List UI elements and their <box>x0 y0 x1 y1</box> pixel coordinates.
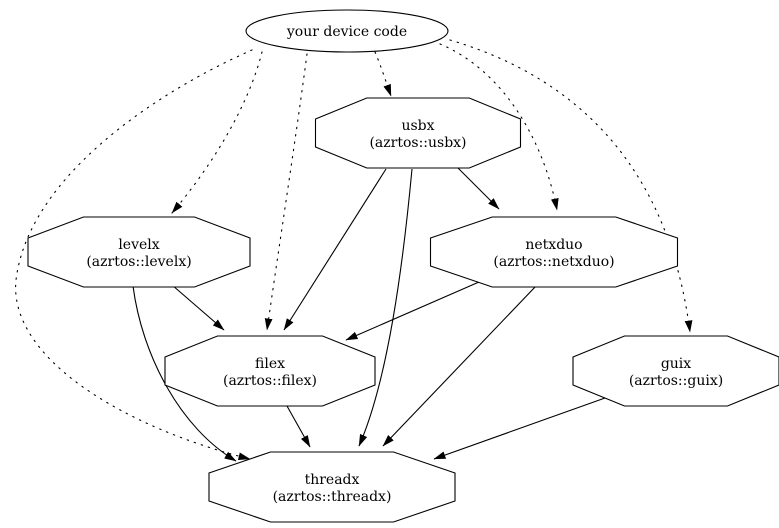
edge-device-usbx <box>374 51 392 97</box>
node-netxduo: netxduo(azrtos::netxduo) <box>429 216 679 288</box>
node-device-shape <box>245 9 449 53</box>
node-filex-shape <box>164 335 376 407</box>
node-threadx-sublabel: (azrtos::threadx) <box>273 489 392 505</box>
node-filex-label: filex <box>255 356 285 372</box>
node-threadx: threadx(azrtos::threadx) <box>208 451 456 523</box>
node-levelx-label: levelx <box>118 237 159 253</box>
node-filex: filex(azrtos::filex) <box>164 335 376 407</box>
node-netxduo-sublabel: (azrtos::netxduo) <box>493 254 614 270</box>
node-usbx-sublabel: (azrtos::usbx) <box>369 135 466 151</box>
node-usbx: usbx(azrtos::usbx) <box>314 97 522 169</box>
edge-device-filex <box>264 53 308 331</box>
node-guix: guix(azrtos::guix) <box>572 335 779 407</box>
node-threadx-shape <box>208 451 456 523</box>
edge-guix-threadx <box>433 397 606 460</box>
node-guix-sublabel: (azrtos::guix) <box>629 373 723 389</box>
node-levelx-sublabel: (azrtos::levelx) <box>86 254 191 270</box>
edge-usbx-threadx <box>358 168 413 447</box>
edge-filex-threadx <box>286 405 311 448</box>
node-filex-sublabel: (azrtos::filex) <box>223 373 317 389</box>
edge-device-threadx <box>15 49 253 461</box>
node-guix-label: guix <box>661 356 691 372</box>
node-netxduo-label: netxduo <box>525 237 582 253</box>
node-levelx-shape <box>27 216 251 288</box>
node-usbx-label: usbx <box>401 118 434 134</box>
node-netxduo-shape <box>429 216 679 288</box>
edge-usbx-netxduo <box>457 167 500 210</box>
edge-levelx-threadx <box>132 285 237 462</box>
edge-levelx-filex <box>171 284 225 331</box>
node-guix-shape <box>572 335 779 407</box>
node-device: your device code <box>245 9 449 53</box>
edge-device-levelx <box>171 51 263 214</box>
edge-usbx-filex <box>283 168 387 331</box>
node-device-label: your device code <box>286 24 407 40</box>
edge-netxduo-threadx <box>382 285 537 447</box>
edge-netxduo-filex <box>345 281 480 341</box>
edge-device-guix <box>449 39 693 333</box>
node-usbx-shape <box>314 97 522 169</box>
node-levelx: levelx(azrtos::levelx) <box>27 216 251 288</box>
node-threadx-label: threadx <box>305 472 360 488</box>
